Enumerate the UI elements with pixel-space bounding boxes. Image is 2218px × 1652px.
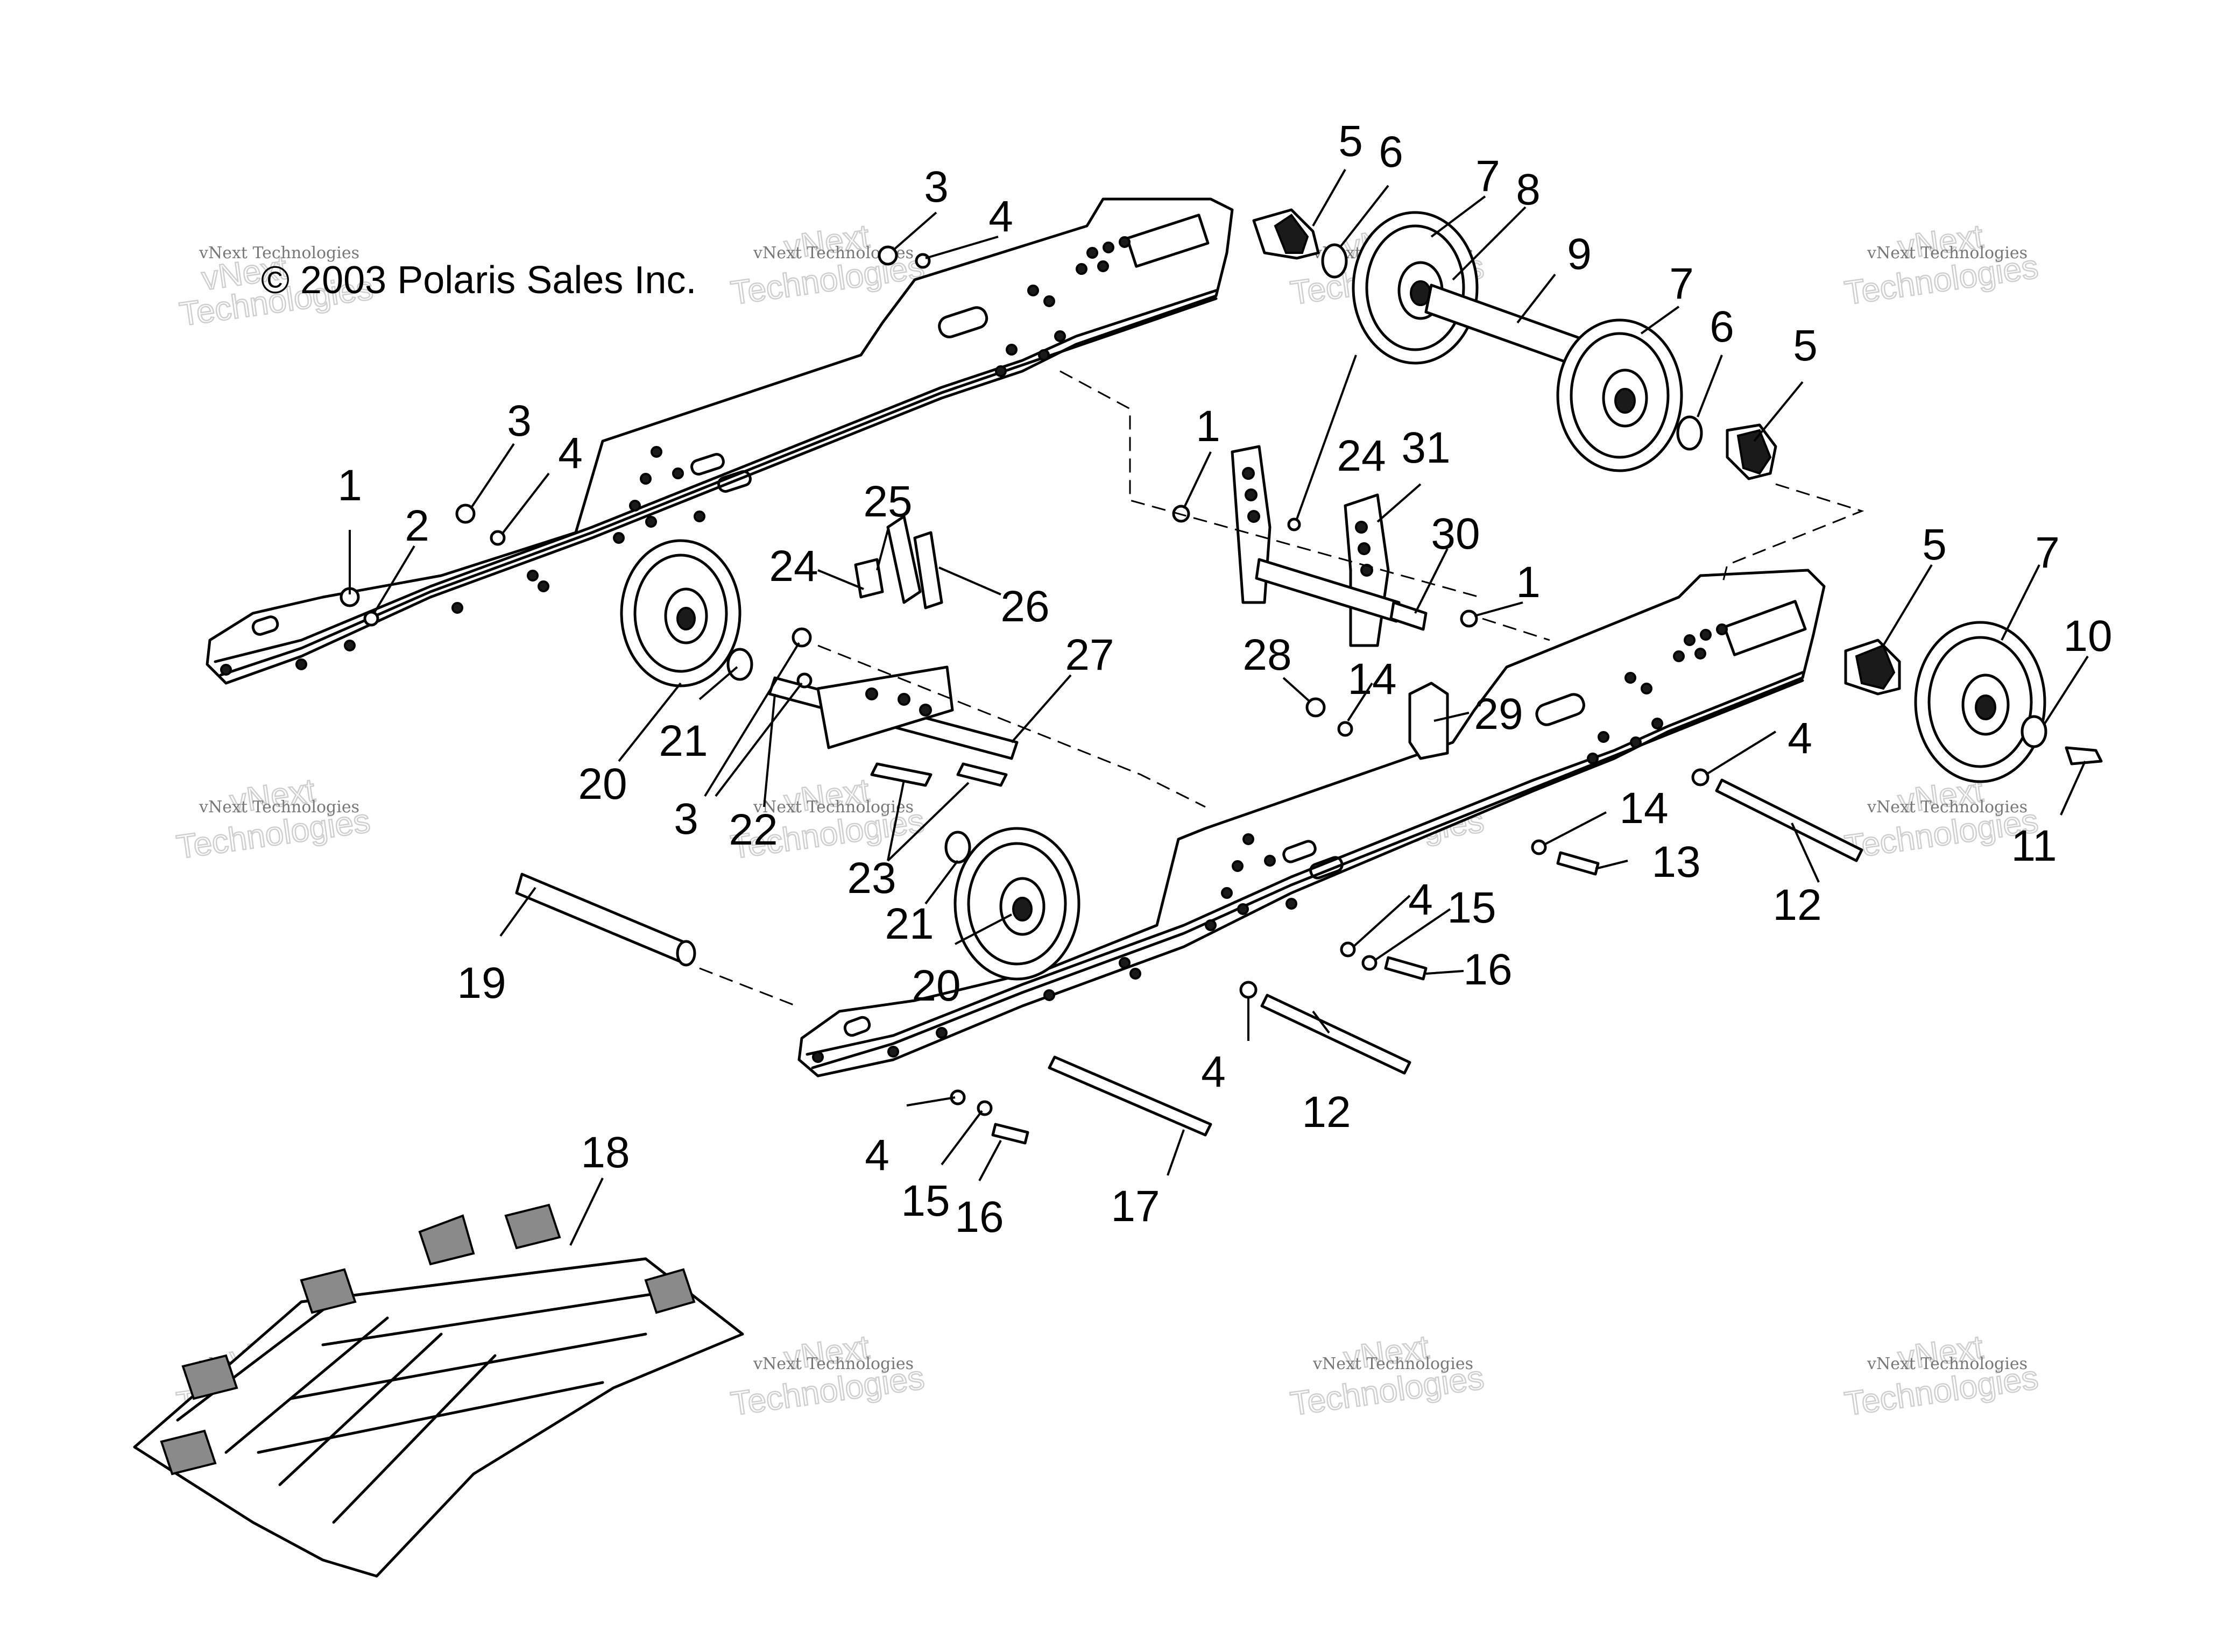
callout-2: 2 [405,501,429,550]
callout-14: 14 [1619,784,1668,833]
callout-7: 7 [2035,528,2060,577]
callout-5: 5 [1338,117,1363,166]
callout-11: 11 [2011,821,2057,870]
callout-17: 17 [1111,1182,1160,1231]
callout-4: 4 [865,1131,889,1180]
callout-15: 15 [1447,883,1496,932]
reference-lines [699,370,1864,1007]
callout-16: 16 [1463,945,1512,994]
callout-4: 4 [1201,1047,1226,1096]
callout-22: 22 [729,805,778,854]
rear-axle-assembly [1252,208,1777,480]
leader-lines [349,169,2089,1246]
watermark-text: vNext Technologies [753,798,914,817]
shafts-and-bolts [515,682,1863,1145]
callout-23: 23 [847,854,896,903]
watermark-text: vNext Technologies [199,798,359,817]
callout-16: 16 [955,1193,1004,1242]
callout-31: 31 [1401,423,1450,472]
callout-20: 20 [578,760,627,809]
torque-arm [1231,445,1428,647]
callout-24: 24 [769,542,818,591]
right-rail [797,569,1826,1077]
callout-29: 29 [1474,690,1523,739]
callout-21: 21 [885,899,934,948]
callout-18: 18 [581,1128,630,1177]
callout-10: 10 [2063,612,2112,661]
copyright-notice: © 2003 Polaris Sales Inc. [261,259,696,302]
callout-labels: 1 2 3 4 3 4 5 6 7 8 9 7 6 5 1 24 31 30 1… [337,117,2112,1242]
callout-28: 28 [1242,630,1291,679]
callout-5: 5 [1922,520,1947,569]
callout-1: 1 [337,461,362,510]
callout-7: 7 [1669,259,1694,308]
callout-21: 21 [659,717,708,765]
callout-1: 1 [1516,558,1541,607]
watermark-text: vNext Technologies [1867,244,2028,263]
callout-24: 24 [1337,431,1386,480]
callout-1: 1 [1196,402,1220,451]
callout-4: 4 [988,192,1013,241]
callout-20: 20 [912,961,960,1010]
callout-30: 30 [1431,509,1480,558]
callout-26: 26 [1000,582,1049,631]
callout-4: 4 [558,429,583,478]
watermark-text: vNext Technologies [1867,1355,2028,1373]
callout-15: 15 [901,1176,950,1225]
watermark-text: vNext Technologies [1867,798,2028,817]
track-section [133,1203,744,1578]
callout-25: 25 [863,477,912,526]
callout-12: 12 [1772,881,1821,930]
watermark-text: vNext Technologies [1312,1355,1473,1373]
callout-27: 27 [1065,630,1114,679]
callout-6: 6 [1379,127,1403,176]
callout-8: 8 [1516,165,1541,214]
callout-3: 3 [924,162,949,211]
callout-12: 12 [1302,1088,1351,1137]
callout-4: 4 [1788,714,1812,763]
idler-wheels [620,539,1080,981]
callout-7: 7 [1475,152,1500,201]
left-rail [206,197,1234,685]
watermark-text: vNext Technologies [199,244,359,263]
callout-5: 5 [1793,321,1818,370]
callout-3: 3 [674,795,698,843]
callout-4: 4 [1408,875,1433,924]
callout-3: 3 [507,396,532,445]
callout-13: 13 [1651,838,1700,887]
callout-19: 19 [457,959,506,1008]
callout-14: 14 [1347,655,1396,704]
callout-6: 6 [1710,302,1734,351]
watermark-text: vNext Technologies [753,1355,914,1373]
callout-9: 9 [1567,230,1592,279]
front-right-wheel [1844,621,2103,783]
